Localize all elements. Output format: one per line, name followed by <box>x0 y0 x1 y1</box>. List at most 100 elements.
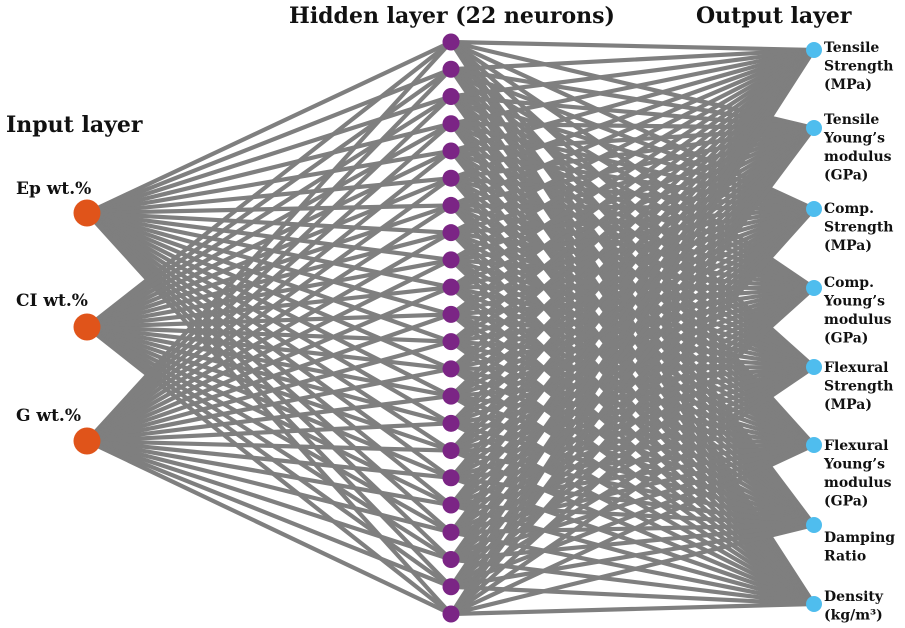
hidden-node-9 <box>442 278 460 296</box>
edge-input-2-hidden-6 <box>84 203 454 444</box>
edge-hidden-6-output-0 <box>448 47 817 208</box>
edge-hidden-20-output-3 <box>448 285 817 589</box>
output-label-6-line-0: Damping <box>824 530 895 546</box>
edge-input-2-hidden-0 <box>84 39 454 444</box>
output-label-7: Density(kg/m³) <box>824 589 884 624</box>
hidden-node-20 <box>442 578 460 596</box>
edge-input-0-hidden-6 <box>84 203 454 216</box>
output-label-0-line-2: (MPa) <box>824 77 872 93</box>
edge-hidden-19-output-7 <box>448 557 817 607</box>
edge-input-0-hidden-1 <box>84 67 454 216</box>
edge-input-2-hidden-7 <box>84 230 454 444</box>
edge-input-1-hidden-18 <box>84 324 454 535</box>
hidden-node-0 <box>442 33 460 51</box>
edge-hidden-20-output-5 <box>448 442 817 589</box>
edge-input-0-hidden-8 <box>84 210 454 263</box>
hidden-node-4 <box>442 142 460 160</box>
edge-hidden-20-output-1 <box>448 125 817 589</box>
edge-hidden-19-output-2 <box>448 206 817 562</box>
edge-input-1-hidden-10 <box>84 312 454 330</box>
edge-hidden-1-output-0 <box>448 47 817 72</box>
output-label-0-line-1: Strength <box>824 59 893 75</box>
hidden-layer-title: Hidden layer (22 neurons) <box>289 3 615 29</box>
edge-hidden-3-output-0 <box>448 47 817 126</box>
edge-hidden-5-output-0 <box>448 47 817 181</box>
output-layer-title: Output layer <box>696 3 852 29</box>
input-node-1 <box>73 313 101 341</box>
edge-hidden-19-output-6 <box>448 522 817 562</box>
edge-input-0-hidden-3 <box>84 121 454 216</box>
output-label-1-line-0: Tensile <box>824 112 879 128</box>
edge-hidden-11-output-0 <box>448 47 817 344</box>
edge-input-0-hidden-9 <box>84 210 454 290</box>
edge-input-0-hidden-0 <box>84 39 454 216</box>
output-label-2-line-1: Strength <box>824 220 893 236</box>
edge-hidden-0-output-0 <box>448 39 817 53</box>
output-label-2-line-0: Comp. <box>824 201 874 217</box>
edge-input-2-hidden-8 <box>84 257 454 444</box>
output-node-0 <box>806 42 822 58</box>
hidden-node-13 <box>442 387 460 405</box>
output-label-0-line-0: Tensile <box>824 40 879 56</box>
edge-input-2-hidden-9 <box>84 285 454 444</box>
edge-hidden-21-output-4 <box>448 364 817 617</box>
edge-hidden-19-output-4 <box>448 364 817 562</box>
edge-hidden-21-output-7 <box>448 601 817 617</box>
edge-hidden-16-output-0 <box>448 47 817 480</box>
edge-hidden-12-output-0 <box>448 47 817 371</box>
output-node-5 <box>806 437 822 453</box>
output-label-3-line-3: (GPa) <box>824 331 868 347</box>
edge-hidden-21-output-3 <box>448 285 817 617</box>
edge-input-1-hidden-20 <box>84 324 454 589</box>
edge-hidden-17-output-0 <box>448 47 817 508</box>
input-node-0 <box>73 199 101 227</box>
connection-edges <box>84 39 817 617</box>
edge-input-2-hidden-13 <box>84 393 454 444</box>
output-label-5-line-3: (GPa) <box>824 494 868 510</box>
edge-input-0-hidden-17 <box>84 210 454 508</box>
output-node-3 <box>806 280 822 296</box>
edge-hidden-7-output-0 <box>448 47 817 235</box>
edge-hidden-19-output-0 <box>448 47 817 562</box>
edge-hidden-10-output-0 <box>448 47 817 317</box>
edge-input-1-hidden-11 <box>84 324 454 344</box>
edge-input-1-hidden-15 <box>84 324 454 453</box>
edge-input-0-hidden-11 <box>84 210 454 344</box>
hidden-node-16 <box>442 469 460 487</box>
output-node-6 <box>806 517 822 533</box>
edge-input-0-hidden-13 <box>84 210 454 399</box>
edge-hidden-14-output-0 <box>448 47 817 426</box>
edge-hidden-20-output-7 <box>448 584 817 607</box>
hidden-node-19 <box>442 551 460 569</box>
output-node-1 <box>806 120 822 136</box>
edge-input-2-hidden-4 <box>84 148 454 444</box>
edge-hidden-19-output-5 <box>448 442 817 562</box>
edge-input-2-hidden-12 <box>84 366 454 444</box>
output-label-2-line-2: (MPa) <box>824 238 872 254</box>
hidden-node-2 <box>442 87 460 105</box>
output-label-6-line-1: Ratio <box>824 549 866 565</box>
edge-input-0-hidden-20 <box>84 210 454 589</box>
edge-hidden-21-output-0 <box>448 47 817 617</box>
edge-hidden-21-output-5 <box>448 442 817 617</box>
output-node-2 <box>806 201 822 217</box>
input-node-2 <box>73 427 101 455</box>
output-label-4-line-1: Strength <box>824 379 893 395</box>
edge-input-2-hidden-18 <box>84 438 454 535</box>
output-label-1-line-2: modulus <box>824 149 892 165</box>
hidden-node-21 <box>442 605 460 623</box>
edge-hidden-9-output-0 <box>448 47 817 290</box>
edge-input-2-hidden-3 <box>84 121 454 444</box>
hidden-node-6 <box>442 196 460 214</box>
edge-hidden-18-output-0 <box>448 47 817 535</box>
hidden-node-11 <box>442 333 460 351</box>
hidden-node-12 <box>442 360 460 378</box>
edge-hidden-19-output-1 <box>448 125 817 562</box>
neuron-nodes <box>73 33 822 623</box>
